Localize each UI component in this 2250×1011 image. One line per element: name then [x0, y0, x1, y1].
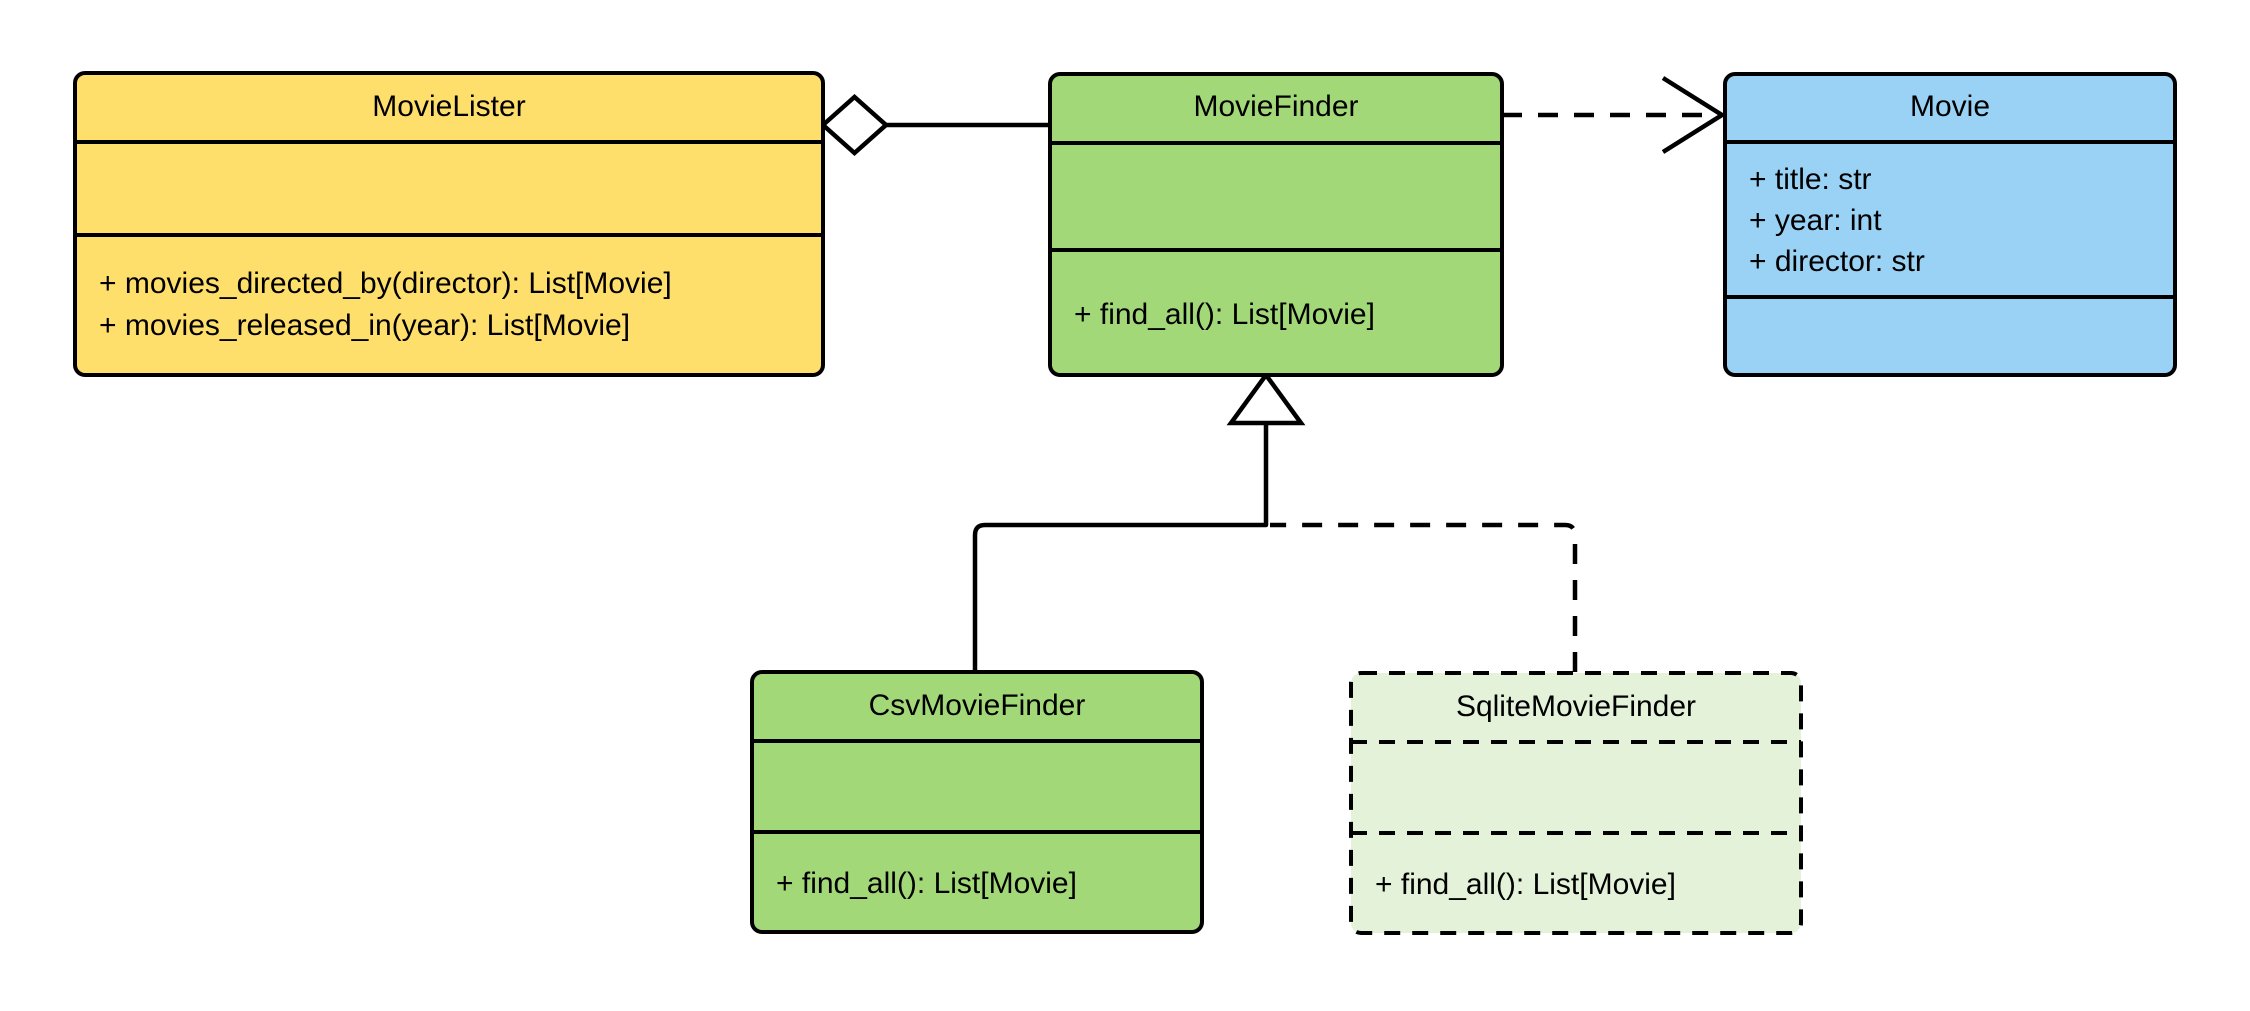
class-method-label: + find_all(): List[Movie] — [1074, 298, 1375, 331]
relationship-generalization-csv-finder[interactable] — [972, 421, 1269, 672]
class-box-outline — [1048, 72, 1504, 377]
class-box-outline — [750, 670, 1204, 934]
open-arrow-icon — [1661, 76, 1727, 154]
class-name-label: CsvMovieFinder — [869, 689, 1086, 722]
class-name-label: Movie — [1910, 90, 1990, 123]
relationship-dependency-finder-movie[interactable] — [1502, 76, 1727, 154]
class-box-movie-finder[interactable]: MovieFinder + find_all(): List[Movie] — [1048, 72, 1504, 377]
class-method-label: + movies_directed_by(director): List[Mov… — [99, 267, 672, 300]
class-attribute-label: + director: str — [1749, 245, 1925, 278]
relationship-generalization-sqlite-finder[interactable] — [1270, 522, 1578, 672]
class-name-label: MovieFinder — [1193, 90, 1358, 123]
class-attribute-label: + title: str — [1749, 163, 1872, 196]
class-box-sqlite-movie-finder[interactable]: SqliteMovieFinder + find_all(): List[Mov… — [1349, 671, 1803, 935]
relationship-aggregation-lister-finder[interactable] — [819, 93, 1050, 157]
class-attribute-label: + year: int — [1749, 204, 1882, 237]
class-box-movie-lister[interactable]: MovieLister + movies_directed_by(directo… — [73, 71, 825, 377]
class-box-outline — [73, 71, 825, 377]
hollow-diamond-icon — [819, 93, 890, 157]
generalization-line-sqlite — [1270, 522, 1578, 672]
class-box-csv-movie-finder[interactable]: CsvMovieFinder + find_all(): List[Movie] — [750, 670, 1204, 934]
class-method-label: + find_all(): List[Movie] — [776, 867, 1077, 900]
generalization-line-csv — [972, 421, 1269, 672]
class-name-label: MovieLister — [372, 90, 525, 123]
class-name-label: SqliteMovieFinder — [1456, 690, 1696, 723]
class-box-outline — [1723, 72, 2177, 377]
class-box-outline — [1349, 671, 1803, 935]
class-box-movie[interactable]: Movie + title: str + year: int + directo… — [1723, 72, 2177, 377]
class-method-label: + movies_released_in(year): List[Movie] — [99, 309, 630, 342]
hollow-triangle-icon — [1226, 371, 1306, 426]
class-method-label: + find_all(): List[Movie] — [1375, 868, 1676, 901]
